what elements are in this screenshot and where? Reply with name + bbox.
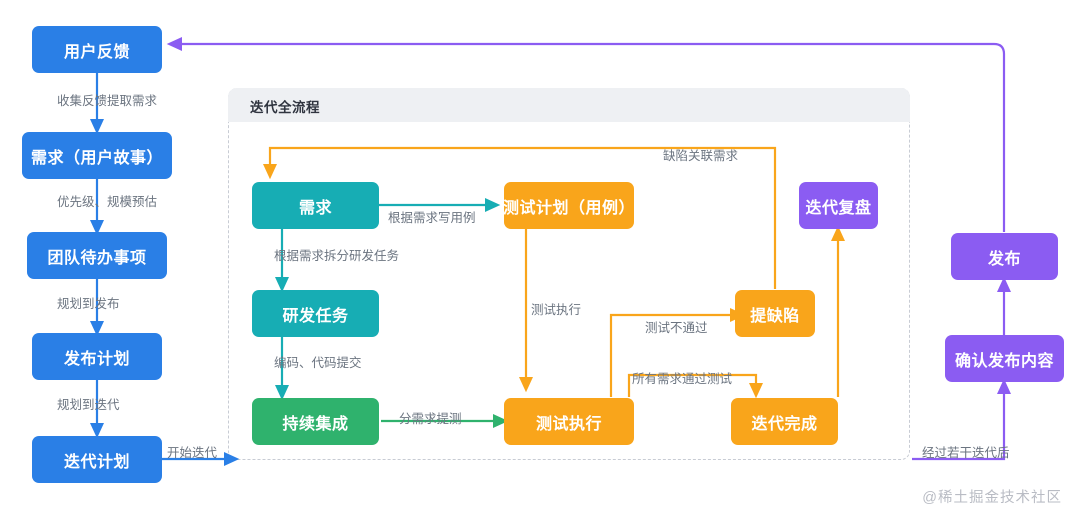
node-iteration-plan-label: 迭代计划 [63,453,130,471]
edge-label-after-several-iterations: 经过若干迭代后 [922,446,1010,460]
node-release-label: 发布 [987,250,1021,268]
node-release-plan-label: 发布计划 [63,350,130,368]
node-continuous-integration-label: 持续集成 [282,415,349,433]
node-team-backlog[interactable]: 团队待办事项 [27,232,167,279]
edge-label-collect-feedback: 收集反馈提取需求 [57,94,158,108]
node-user-feedback-label: 用户反馈 [63,43,130,61]
node-raise-defect[interactable]: 提缺陷 [735,290,815,337]
node-release[interactable]: 发布 [951,233,1058,280]
node-test-plan[interactable]: 测试计划（用例） [503,182,636,229]
edge-iterations-to-confirm-release [912,378,1012,461]
node-iteration-plan[interactable]: 迭代计划 [32,436,162,483]
node-iteration-done-label: 迭代完成 [751,415,818,433]
edge-testexec-to-iterationdone [627,373,764,399]
edge-label-plan-to-iteration: 规划到迭代 [57,398,120,412]
iteration-process-panel-header [228,88,910,122]
node-dev-task[interactable]: 研发任务 [252,290,379,337]
edge-defect-to-requirement [262,146,777,289]
edge-label-start-iteration: 开始迭代 [167,446,218,460]
node-user-feedback[interactable]: 用户反馈 [32,26,162,73]
watermark: @稀土掘金技术社区 [922,490,1062,506]
node-iteration-done[interactable]: 迭代完成 [731,398,838,445]
node-confirm-release-content[interactable]: 确认发布内容 [945,335,1064,382]
edge-label-write-cases: 根据需求写用例 [388,211,476,225]
node-dev-task-label: 研发任务 [282,307,349,325]
node-team-backlog-label: 团队待办事项 [47,249,147,267]
edge-label-split-dev-tasks: 根据需求拆分研发任务 [274,249,400,263]
edge-label-all-req-passed: 所有需求通过测试 [632,372,733,386]
iteration-process-panel-title: 迭代全流程 [250,100,320,115]
edge-label-priority-scale: 优先级、规模预估 [57,195,158,209]
edge-label-plan-to-release: 规划到发布 [57,297,120,311]
node-test-execution-label: 测试执行 [535,415,602,433]
edge-label-defect-links-requirement: 缺陷关联需求 [663,149,739,163]
node-requirement[interactable]: 需求 [252,182,379,229]
node-confirm-release-content-label: 确认发布内容 [954,352,1054,370]
node-iteration-review[interactable]: 迭代复盘 [799,182,878,229]
edge-label-code-commit: 编码、代码提交 [274,356,362,370]
node-requirement-label: 需求 [298,199,332,217]
edge-label-submit-test-per-req: 分需求提测 [399,412,462,426]
edge-label-test-execute: 测试执行 [531,303,582,317]
edge-testexec-to-defect [609,307,746,397]
node-test-plan-label: 测试计划（用例） [503,199,636,217]
edge-label-test-failed: 测试不通过 [645,321,708,335]
node-release-plan[interactable]: 发布计划 [32,333,162,380]
node-requirement-story-label: 需求（用户故事） [30,149,163,167]
node-iteration-review-label: 迭代复盘 [805,199,872,217]
node-test-execution[interactable]: 测试执行 [504,398,634,445]
node-continuous-integration[interactable]: 持续集成 [252,398,379,445]
node-requirement-story[interactable]: 需求（用户故事） [22,132,172,179]
edge-release-to-feedback [166,36,1006,232]
node-raise-defect-label: 提缺陷 [750,307,800,325]
